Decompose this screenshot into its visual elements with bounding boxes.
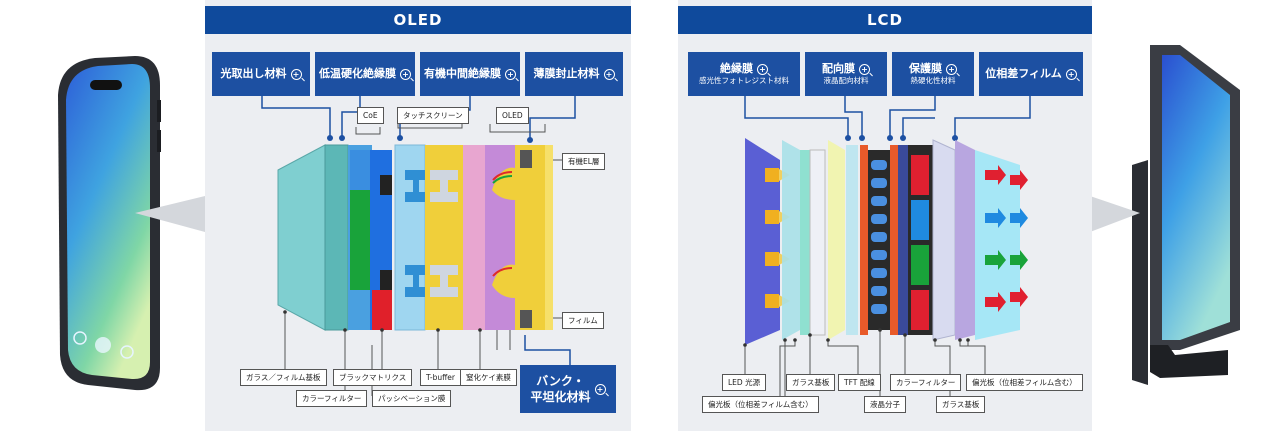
lcd-bottom-label: 偏光板（位相差フィルム含む） xyxy=(702,396,819,413)
zoom-in-icon: + xyxy=(1065,68,1077,80)
lcd-bottom-label: 偏光板（位相差フィルム含む） xyxy=(966,374,1083,391)
feature-lcd-2[interactable]: 配向膜+液晶配向材料 xyxy=(805,52,887,96)
feature-lcd-4[interactable]: 位相差フィルム+ xyxy=(979,52,1083,96)
lcd-bottom-label: ガラス基板 xyxy=(936,396,986,413)
callout-wedge xyxy=(135,196,205,232)
zoom-in-icon: + xyxy=(946,63,957,75)
feature-oled-2[interactable]: 低温硬化絶縁膜+ xyxy=(315,52,415,96)
zoom-in-icon: + xyxy=(594,383,606,395)
feature-lcd-1[interactable]: 絶縁膜+感光性フォトレジスト材料 xyxy=(688,52,800,96)
oled-bottom-label: パッシベーション膜 xyxy=(372,390,452,407)
callout-wedge xyxy=(1090,196,1140,232)
lcd-bottom-label: LED 光源 xyxy=(722,374,767,391)
feature-oled-4[interactable]: 薄膜封止材料+ xyxy=(525,52,623,96)
lcd-title: LCD xyxy=(678,6,1092,34)
lcd-bottom-label: TFT 配線 xyxy=(838,374,881,391)
zoom-in-icon: + xyxy=(290,68,302,80)
oled-bottom-label: ブラックマトリクス xyxy=(333,369,413,386)
feature-oled-1[interactable]: 光取出し材料+ xyxy=(212,52,310,96)
oled-group-label: CoE xyxy=(357,107,384,124)
feature-lcd-3[interactable]: 保護膜+熱硬化性材料 xyxy=(892,52,974,96)
zoom-in-icon: + xyxy=(400,68,411,80)
zoom-in-icon: + xyxy=(859,63,870,75)
lcd-bottom-label: カラーフィルター xyxy=(890,374,962,391)
oled-side-label: フィルム xyxy=(562,312,604,329)
oled-group-label: タッチスクリーン xyxy=(397,107,469,124)
oled-group-label: OLED xyxy=(496,107,529,124)
oled-title: OLED xyxy=(205,6,631,34)
zoom-in-icon: + xyxy=(505,68,516,80)
feature-oled-3[interactable]: 有機中間絶縁膜+ xyxy=(420,52,520,96)
bank-planarization-button[interactable]: バンク・平坦化材料 + xyxy=(520,365,616,413)
smartphone-illustration xyxy=(58,56,161,391)
lcd-bottom-label: 液晶分子 xyxy=(864,396,906,413)
oled-bottom-label: 窒化ケイ素膜 xyxy=(460,369,517,386)
oled-bottom-label: カラーフィルター xyxy=(296,390,368,407)
zoom-in-icon: + xyxy=(603,68,615,80)
oled-side-label: 有機EL層 xyxy=(562,153,606,170)
zoom-in-icon: + xyxy=(757,63,768,75)
monitor-illustration xyxy=(1132,45,1240,385)
lcd-bottom-label: ガラス基板 xyxy=(786,374,836,391)
oled-bottom-label: ガラス／フィルム基板 xyxy=(240,369,327,386)
